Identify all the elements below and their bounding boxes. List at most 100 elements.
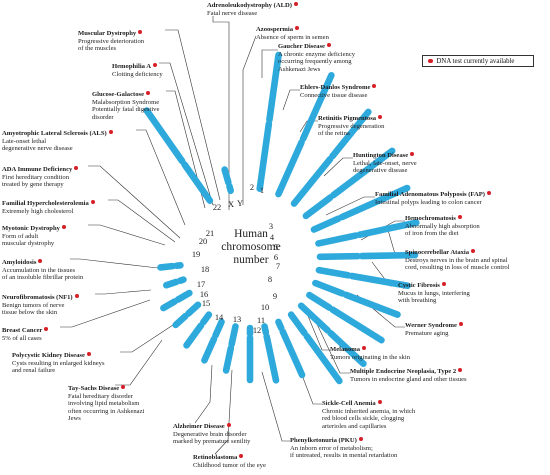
disease-name: Neurofibromatosis (NF1)	[2, 294, 73, 301]
leader-line-melanoma	[305, 310, 330, 351]
chromosome-9-short-arm	[312, 279, 346, 297]
chromosome-7-long-arm	[358, 251, 419, 260]
disease-description-line: tissue below the skin	[2, 309, 58, 317]
disease-label-amyotrophic-lateral-sclerosis-als: Amyotrophic Lateral Sclerosis (ALS)Late-…	[2, 130, 113, 153]
chromosome-number-19: 19	[192, 250, 200, 259]
chromosome-number-12: 12	[253, 326, 261, 335]
disease-name: Ehlers-Danlos Syndrome	[300, 84, 371, 91]
chromosome-1	[256, 51, 282, 192]
disease-description-line: Progressive degeneration	[318, 122, 385, 130]
chromosome-number-7: 7	[276, 262, 280, 271]
chromosome-3	[290, 108, 372, 207]
chromosome-18-short-arm	[200, 311, 213, 326]
disease-description-line: of iron from the diet	[405, 230, 459, 238]
disease-description-line: Lethal, late-onset, nerve	[353, 159, 417, 167]
disease-name: ADA Immune Deficiency	[2, 166, 73, 173]
disease-name: Spinocerebellar Ataxia	[405, 249, 470, 256]
disease-name: Myotonic Dystrophy	[2, 225, 60, 232]
dna-test-dot-icon	[38, 259, 43, 263]
chromosome-8-short-arm	[315, 266, 352, 279]
chromosome-number-6: 6	[274, 253, 278, 262]
disease-description-line: Absence of sperm in semen	[256, 33, 329, 41]
disease-description-line: degenerative nerve disease	[2, 145, 73, 153]
leader-line-multiple-endocrine-neoplasia-type-2	[315, 321, 350, 374]
leader-line-neurofibromatosis-nf1	[95, 289, 152, 295]
disease-label-adrenoleukodystrophy-ald: Adrenoleukodystrophy (ALD)Fatal nerve di…	[207, 2, 298, 17]
chromosome-number-16: 16	[200, 290, 208, 299]
disease-description-line: degenerative disease	[353, 167, 408, 175]
disease-description-line: An inborn error of metabolism;	[290, 444, 373, 452]
disease-name: Muscular Dystrophy	[78, 30, 137, 37]
chromosome-number-17: 17	[197, 280, 205, 289]
disease-description-line: Childhood tumor of the eye	[193, 461, 266, 469]
disease-description-line: A chronic enzyme deficiency	[278, 50, 356, 58]
chromosome-11	[297, 302, 367, 368]
disease-description-line: Tumors in endocrine gland and other tiss…	[350, 375, 467, 383]
chromosome-19	[172, 301, 202, 329]
leader-line-ada-immune-deficiency	[88, 165, 181, 239]
chromosome-5	[310, 184, 411, 233]
chromosome-6-long-arm	[356, 219, 420, 239]
disease-description-line: Late-onset lethal	[2, 137, 47, 145]
chromosome-10-long-arm	[329, 306, 385, 344]
chromosome-number-Y: Y	[237, 199, 243, 208]
chromosome-number-4: 4	[270, 233, 275, 242]
chromosome-12-long-arm	[303, 332, 343, 385]
chromosome-ring	[143, 51, 420, 385]
disease-description-line: Jews	[68, 415, 81, 423]
chromosome-10-short-arm	[306, 291, 333, 311]
dna-test-dot-icon	[74, 166, 79, 170]
dna-test-dot-icon	[410, 152, 415, 156]
disease-description-line: Ashkenazi Jews	[278, 65, 321, 73]
chromosome-number-8: 8	[268, 275, 272, 284]
chromosome-11-long-arm	[327, 329, 367, 368]
chromosome-14	[261, 323, 280, 384]
chromosome-Y-short-arm	[226, 182, 235, 195]
disease-description-line: Clotting deficiency	[112, 70, 163, 78]
chromosome-17	[201, 318, 225, 364]
dna-test-dot-icon	[86, 352, 91, 356]
chromosome-Y	[221, 166, 235, 195]
disease-description-line: Mucus in lungs, interfering	[398, 289, 470, 297]
disease-name: Breast Cancer	[2, 327, 43, 334]
chromosome-1-long-arm	[266, 51, 282, 124]
chromosome-7-short-arm	[316, 252, 362, 261]
leader-line-spinocerebellar-ataxia	[387, 229, 405, 255]
chromosome-20-short-arm	[174, 289, 193, 303]
disease-name: Hemophilia A	[112, 63, 152, 70]
disease-name: Retinitis Pigmentosa	[318, 115, 377, 122]
dna-test-dot-icon	[378, 115, 383, 119]
chromosome-number-1: 1	[260, 186, 264, 195]
dna-test-dot-icon	[108, 130, 113, 134]
leader-line-hemophilia-a	[159, 62, 214, 206]
disease-description-line: Chronic inherited anemia, in which	[322, 407, 416, 415]
disease-description-line: treated by gene therapy	[2, 181, 64, 189]
disease-name: Familial Hypercholesterolemia	[2, 200, 89, 207]
chromosome-18-long-arm	[183, 322, 205, 349]
legend-dot-icon	[428, 58, 433, 63]
disease-description-line: Cysts resulting in enlarged kidneys	[12, 359, 105, 367]
dna-test-dot-icon	[326, 43, 331, 47]
dna-test-dot-icon	[138, 30, 143, 34]
disease-description-line: and renal failure	[12, 367, 56, 375]
dna-test-dot-icon	[358, 437, 363, 441]
leader-line-glucose-galactose	[166, 90, 206, 209]
chromosome-21-long-arm	[163, 278, 180, 289]
disease-description-line: of the muscles	[78, 45, 117, 53]
disease-description-line: red blood cells sickle, clogging	[322, 415, 405, 423]
dna-test-dot-icon	[146, 91, 151, 95]
center-label-line2: chromosome	[221, 241, 281, 253]
chromosome-number-10: 10	[261, 303, 269, 312]
chromosome-4-short-arm	[302, 194, 334, 220]
disease-description-line: marked by premature senility	[173, 438, 251, 446]
dna-test-dot-icon	[44, 327, 49, 331]
disease-description-line: with breathing	[398, 297, 437, 305]
